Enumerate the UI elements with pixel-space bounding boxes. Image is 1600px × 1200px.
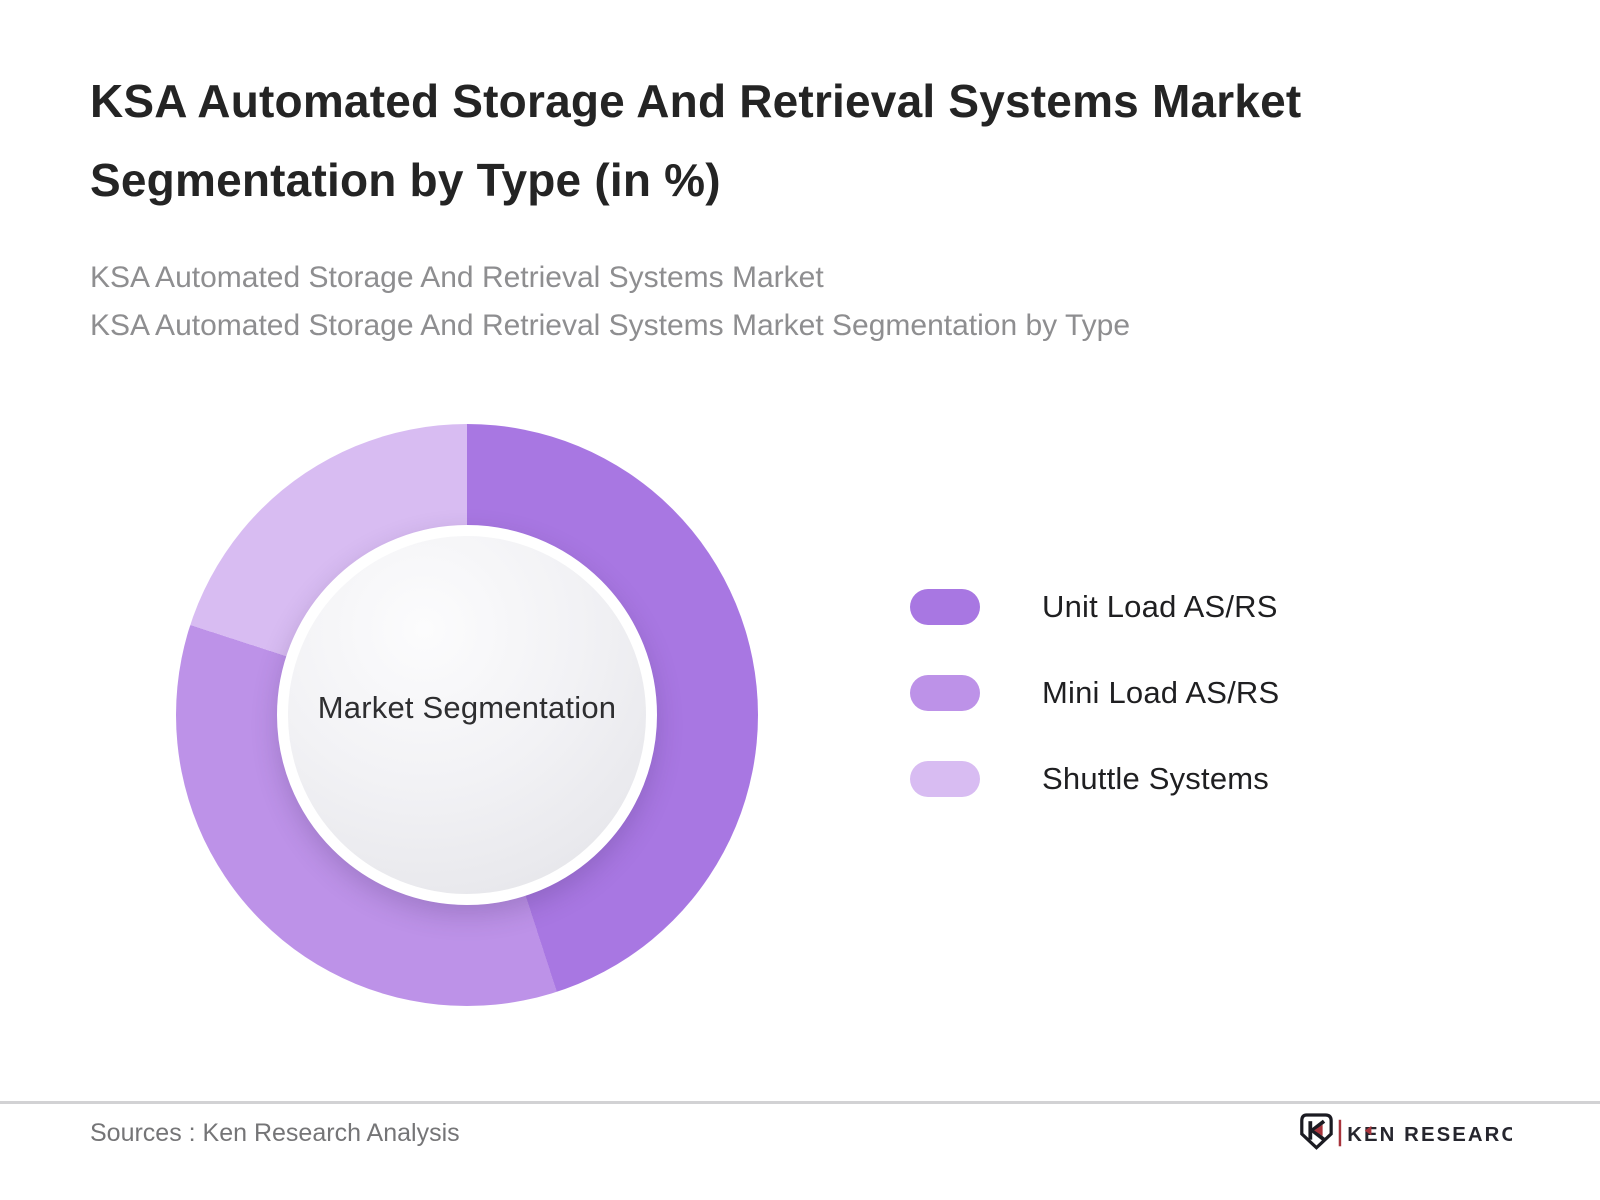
source-text: Sources : Ken Research Analysis (90, 1119, 460, 1147)
legend-swatch-icon (910, 675, 980, 711)
page-title: KSA Automated Storage And Retrieval Syst… (90, 75, 1302, 206)
subtitle-block: KSA Automated Storage And Retrieval Syst… (90, 254, 1510, 350)
subtitle-line-2: KSA Automated Storage And Retrieval Syst… (90, 309, 1131, 342)
legend-label: Mini Load AS/RS (1042, 675, 1280, 710)
legend-swatch-icon (910, 589, 980, 625)
legend-label: Shuttle Systems (1042, 761, 1269, 796)
legend-item-unit-load: Unit Load AS/RS (910, 588, 1279, 626)
donut-center-label: Market Segmentation (317, 690, 617, 725)
ken-research-logo: KEN RESEARCH (1300, 1113, 1512, 1150)
logo-separator (1338, 1119, 1342, 1147)
footer-divider (0, 1101, 1600, 1104)
legend-label: Unit Load AS/RS (1042, 589, 1278, 624)
donut-chart: Market Segmentation (176, 424, 758, 1006)
chart-legend: Unit Load AS/RS Mini Load AS/RS Shuttle … (910, 588, 1279, 846)
legend-swatch-icon (910, 761, 980, 797)
ken-research-shield-icon (1300, 1113, 1333, 1150)
subtitle-line-1: KSA Automated Storage And Retrieval Syst… (90, 261, 824, 294)
brand-name: KEN RESEARCH (1347, 1124, 1512, 1146)
brand-e-triangle-icon (1364, 1125, 1372, 1136)
donut-center: Market Segmentation (277, 525, 657, 905)
legend-item-shuttle-systems: Shuttle Systems (910, 760, 1279, 798)
legend-item-mini-load: Mini Load AS/RS (910, 674, 1279, 712)
